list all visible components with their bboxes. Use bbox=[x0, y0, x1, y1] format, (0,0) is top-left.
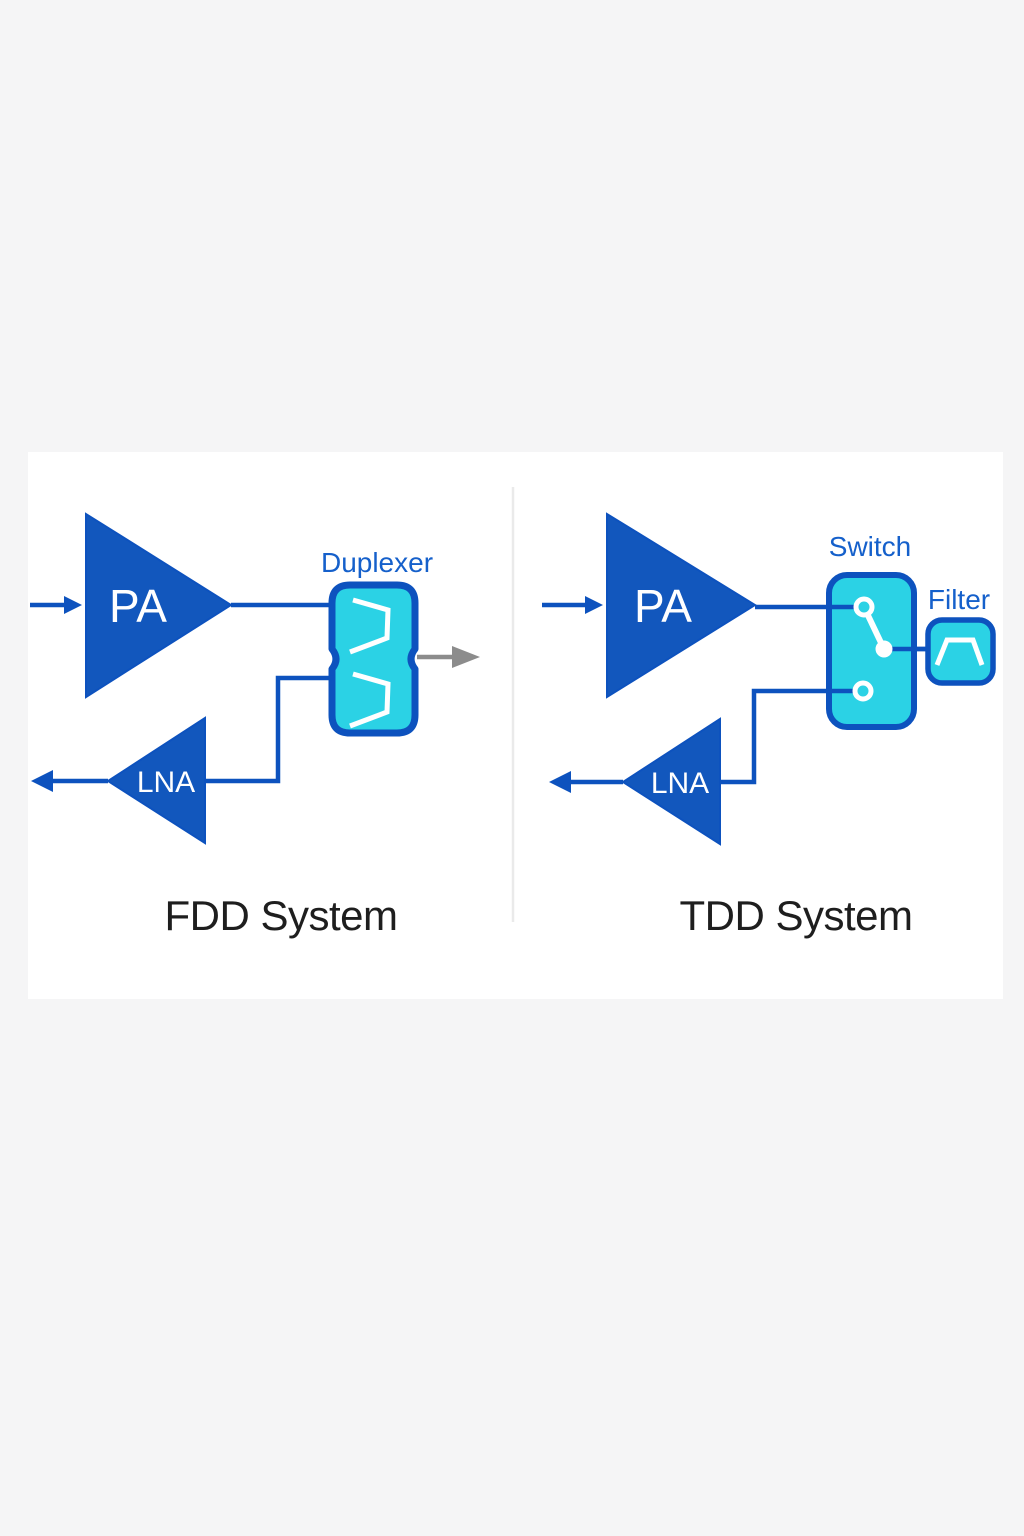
tdd-filter-component bbox=[925, 617, 996, 686]
tdd-input-arrow bbox=[542, 596, 603, 614]
fdd-duplexer-component bbox=[328, 581, 419, 737]
tdd-switch-to-lna-line bbox=[720, 688, 831, 785]
tdd-pa-label: PA bbox=[634, 580, 692, 632]
duplexer-rx-filter-symbol bbox=[349, 671, 391, 729]
tdd-filter-label: Filter bbox=[928, 584, 990, 615]
fdd-input-arrow bbox=[30, 596, 82, 614]
fdd-antenna-arrow bbox=[417, 646, 480, 668]
tdd-switch-label: Switch bbox=[829, 531, 911, 562]
tdd-system-title: TDD System bbox=[679, 892, 912, 939]
fdd-lna-label: LNA bbox=[137, 766, 195, 799]
fdd-duplexer-label: Duplexer bbox=[321, 547, 433, 578]
tdd-output-arrow bbox=[549, 771, 623, 793]
switch-tx-port bbox=[853, 596, 875, 618]
tdd-lna-label: LNA bbox=[651, 767, 709, 800]
fdd-pa-label: PA bbox=[109, 580, 167, 632]
switch-rx-port bbox=[852, 680, 874, 702]
switch-pole bbox=[875, 640, 893, 658]
fdd-output-arrow bbox=[31, 770, 108, 792]
tdd-lna-amplifier bbox=[621, 717, 721, 846]
tdd-switch-component bbox=[826, 572, 930, 730]
bandpass-filter-symbol bbox=[934, 637, 985, 666]
fdd-lna-amplifier bbox=[106, 716, 206, 845]
fdd-system-title: FDD System bbox=[164, 892, 397, 939]
fdd-system-diagram: PA Duplexer bbox=[30, 512, 480, 939]
duplexer-tx-filter-symbol bbox=[349, 597, 391, 655]
rf-frontend-diagram: PA Duplexer bbox=[30, 487, 996, 939]
tdd-system-diagram: PA Switch bbox=[542, 512, 996, 939]
tdd-pa-amplifier bbox=[606, 512, 757, 699]
diagram-panel: PA Duplexer bbox=[28, 452, 1003, 999]
fdd-duplexer-to-lna-line bbox=[205, 675, 334, 784]
fdd-pa-amplifier bbox=[85, 512, 233, 699]
